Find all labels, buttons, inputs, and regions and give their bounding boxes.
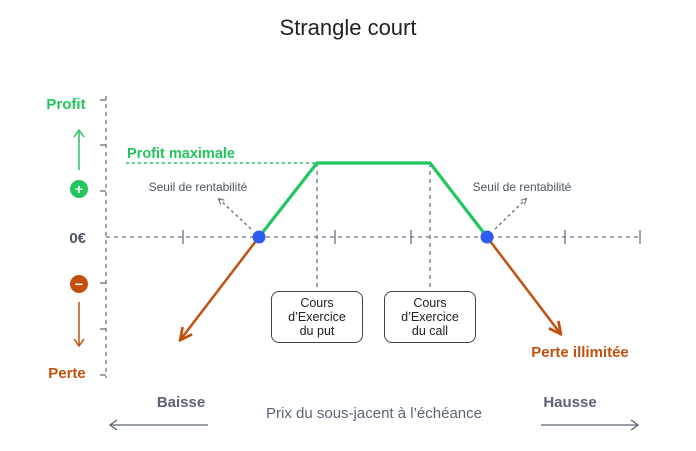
put-strike-line-2: d’Exercice: [288, 310, 346, 324]
put-strike-line-3: du put: [299, 324, 335, 338]
profit-payoff-line: [257, 161, 489, 239]
x-axis-ticks: [182, 230, 641, 244]
put-strike-line-1: Cours: [300, 296, 334, 310]
left-breakeven-arrow: [219, 199, 252, 230]
y-axis-ticks: [100, 99, 106, 376]
right-loss-line: [486, 236, 560, 333]
call-strike-box: Cours d’Exercice du call: [384, 291, 476, 343]
loss-axis-label: Perte: [48, 365, 86, 382]
left-breakeven-label: Seuil de rentabilité: [149, 180, 248, 194]
increase-label: Hausse: [543, 394, 596, 411]
left-loss-line: [181, 236, 260, 339]
increase-arrowhead: [630, 419, 640, 431]
left-breakeven-point: [252, 230, 266, 244]
unlimited-loss-label: Perte illimitée: [531, 344, 629, 361]
call-strike-line-2: d’Exercice: [401, 310, 459, 324]
x-axis-title: Prix du sous-jacent à l’échéance: [266, 405, 482, 422]
profit-up-arrowhead: [73, 128, 85, 138]
minus-icon-symbol: −: [75, 276, 83, 292]
loss-down-arrowhead: [73, 338, 85, 348]
zero-axis-label: 0€: [69, 230, 86, 247]
plus-icon-symbol: +: [75, 181, 83, 197]
decrease-arrowhead: [108, 419, 118, 431]
call-strike-line-3: du call: [411, 324, 449, 338]
diagram-title: Strangle court: [280, 15, 417, 40]
plus-icon: [70, 180, 88, 198]
max-profit-label: Profit maximale: [127, 146, 235, 162]
profit-axis-label: Profit: [46, 96, 85, 113]
right-breakeven-point: [480, 230, 494, 244]
right-breakeven-label: Seuil de rentabilité: [473, 180, 572, 194]
minus-icon: [70, 275, 88, 293]
call-strike-line-1: Cours: [413, 296, 447, 310]
put-strike-box: Cours d’Exercice du put: [271, 291, 363, 343]
right-breakeven-arrow: [494, 199, 526, 230]
decrease-label: Baisse: [157, 394, 205, 411]
